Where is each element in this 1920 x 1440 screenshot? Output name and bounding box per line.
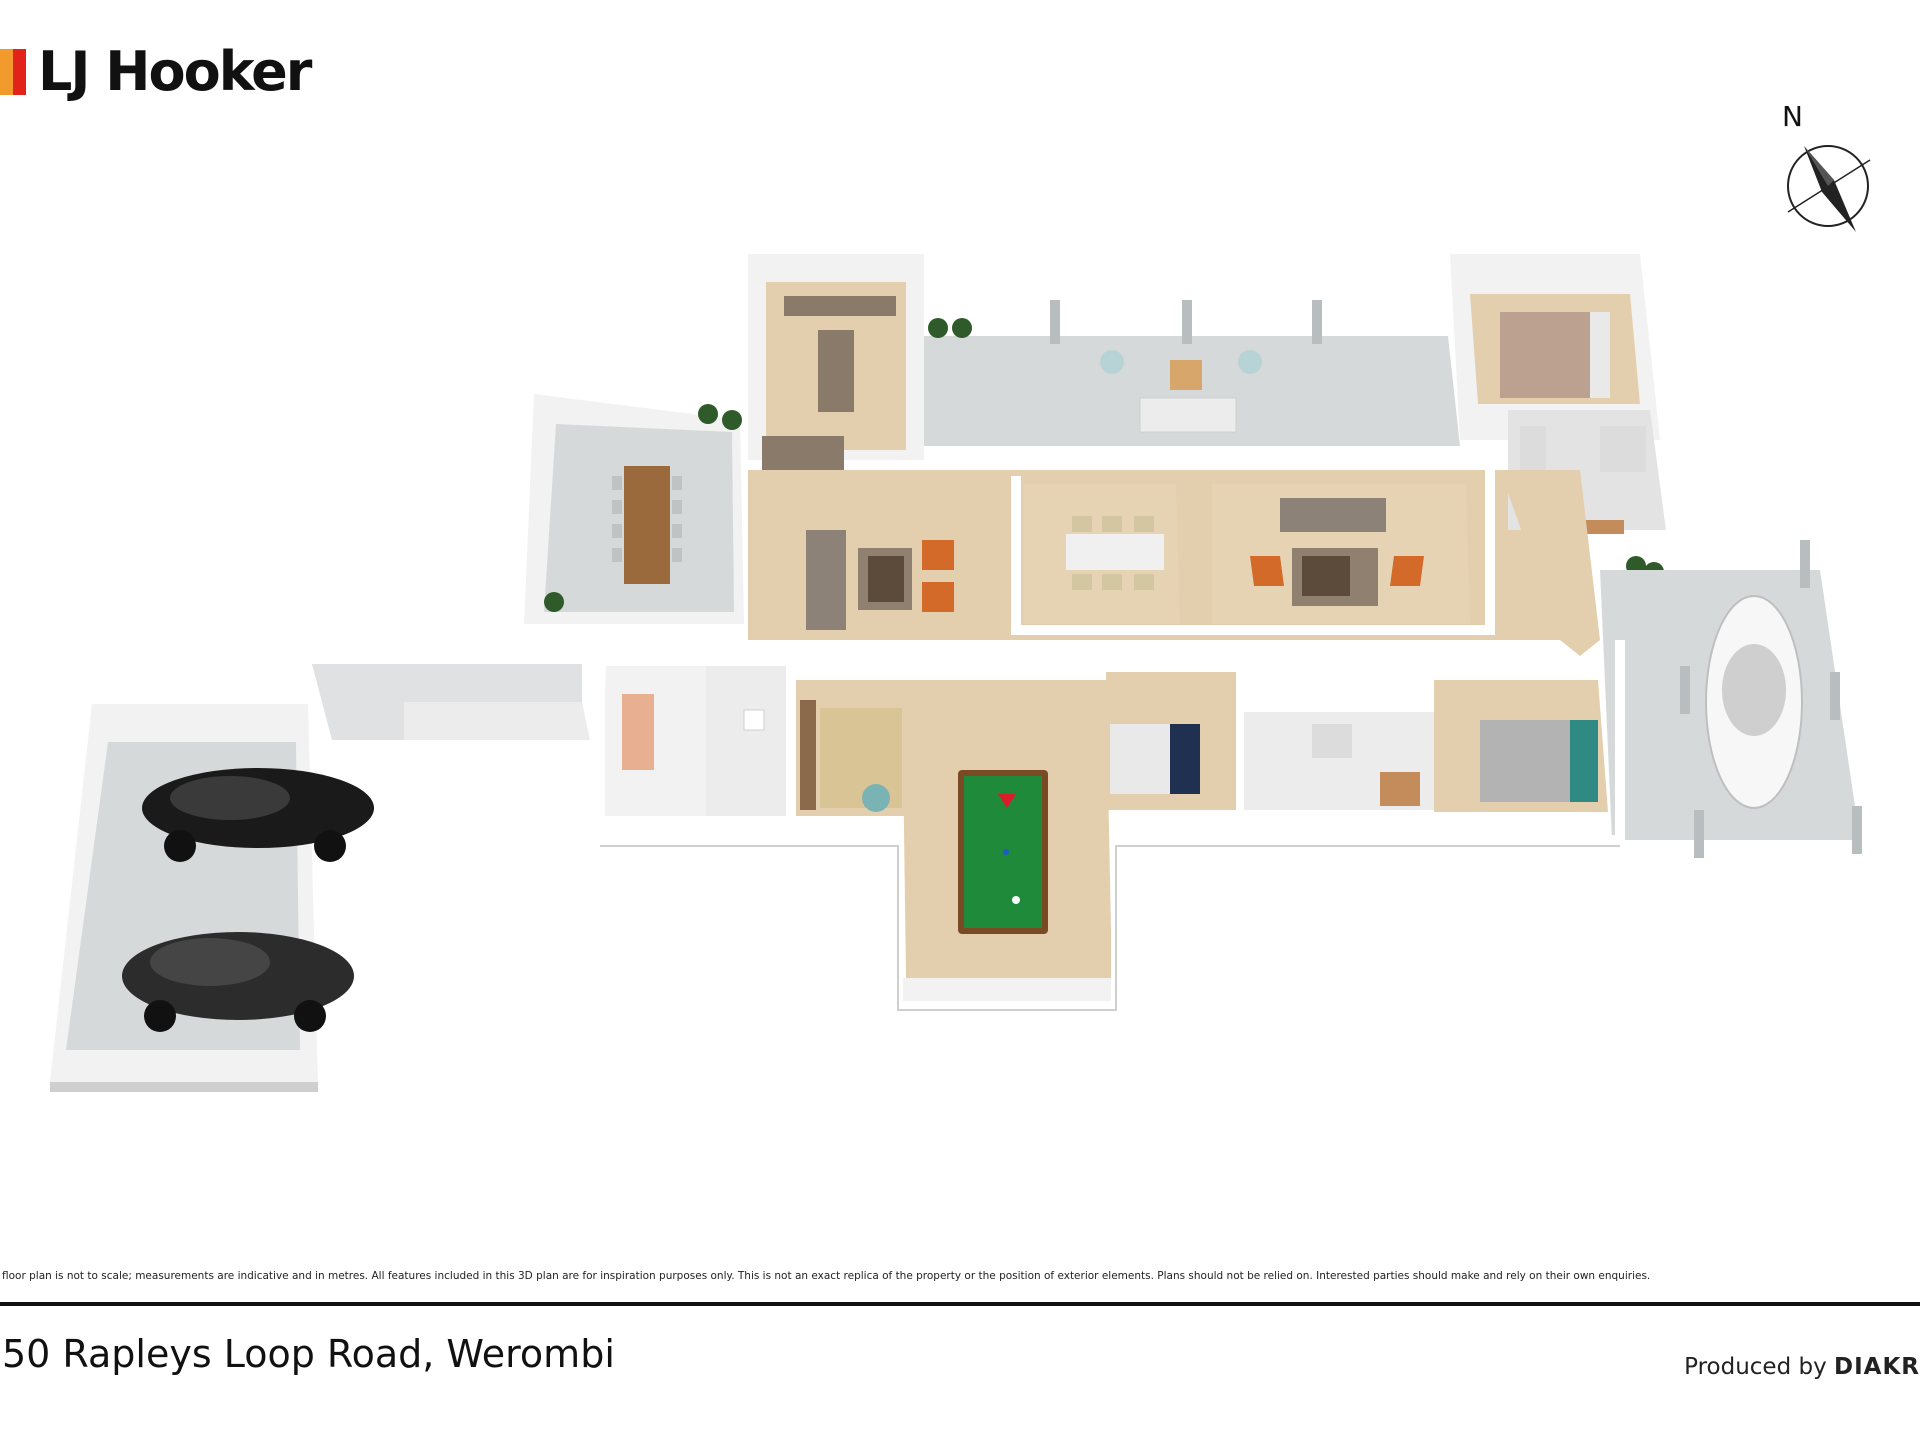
family-lounge (806, 530, 954, 630)
main-bathroom (1244, 712, 1436, 810)
laundry (600, 666, 706, 816)
car-white (1705, 595, 1803, 809)
lounge-room (1212, 484, 1470, 624)
disclaimer-text: floor plan is not to scale; measurements… (2, 1270, 1651, 1282)
property-address: 50 Rapleys Loop Road, Werombi (2, 1332, 615, 1376)
brand-logo: LJ Hooker (0, 40, 312, 103)
kitchen (748, 254, 924, 491)
compass-icon (1787, 145, 1871, 232)
footer-divider (0, 1302, 1920, 1306)
study (796, 680, 906, 816)
car-black-top (142, 768, 374, 862)
logo-mark (0, 49, 26, 95)
north-compass: N (1770, 100, 1880, 240)
master-bedroom (1450, 254, 1660, 440)
front-terrace (916, 300, 1460, 446)
bedroom-2 (1106, 672, 1236, 810)
garage (50, 704, 374, 1092)
breezeway (312, 664, 590, 740)
producer-credit: Produced by DIAKR (1684, 1354, 1920, 1380)
logo-bar-red (13, 49, 26, 95)
producer-prefix: Produced by (1684, 1354, 1827, 1380)
formal-dining (1024, 484, 1180, 624)
carport (1600, 540, 1862, 858)
compass-north-label: N (1782, 100, 1803, 133)
car-black-bottom (122, 932, 354, 1032)
powder-room (706, 666, 786, 816)
floor-plan (50, 254, 1862, 1092)
main-living-area (748, 470, 1580, 640)
walls (595, 470, 1625, 1011)
producer-name: DIAKR (1834, 1354, 1920, 1380)
bedroom-3 (1434, 680, 1608, 812)
alfresco-patio (524, 394, 744, 624)
logo-bar-orange (0, 49, 13, 95)
wall-shadows (600, 845, 1620, 1011)
brand-name: LJ Hooker (38, 40, 312, 103)
games-room (902, 680, 1112, 1006)
